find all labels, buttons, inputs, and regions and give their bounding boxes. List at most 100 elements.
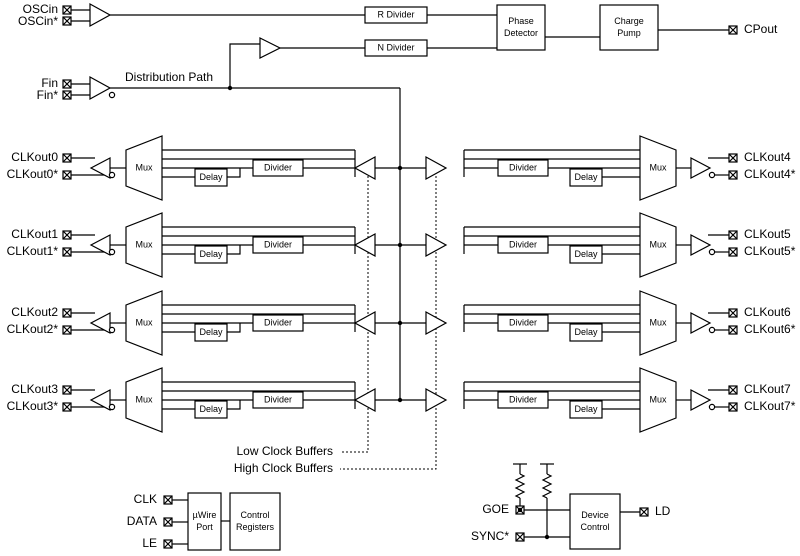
label-left-outn-3: CLKout3*	[7, 399, 59, 413]
n-divider-block	[364, 39, 428, 57]
pullup-resistor-sync	[541, 473, 553, 499]
low-clock-buffer-0	[353, 155, 376, 181]
pin-clkout3-cross-b	[62, 385, 72, 395]
left-divider-block-3	[252, 391, 304, 409]
left-out-bubble-2	[108, 326, 116, 334]
left-divider-block-1-label: Divider	[264, 239, 292, 249]
pin-cpout-cross-b	[728, 25, 738, 35]
label-right-outn-3: CLKout7*	[744, 399, 796, 413]
wires	[71, 9, 729, 545]
junction-goe	[517, 507, 523, 513]
right-mux-label-1: Mux	[649, 239, 667, 249]
pin-oscin	[62, 5, 72, 15]
left-mux-label-0: Mux	[135, 162, 153, 172]
pin-clkout3-n	[62, 402, 72, 412]
left-divider-block-2	[252, 314, 304, 332]
left-delay-block-2-label: Delay	[199, 327, 223, 337]
charge-pump-block-label-1: Charge	[614, 16, 644, 26]
right-divider-block-0	[497, 159, 549, 177]
label-left-outn-2: CLKout2*	[7, 322, 59, 336]
low-buffers-callout	[340, 168, 369, 453]
left-delay-block-1	[194, 245, 228, 264]
label-right-out-0: CLKout4	[744, 150, 791, 164]
label-right-out-1: CLKout5	[744, 227, 791, 241]
n-divider-block-label: N Divider	[377, 42, 414, 52]
left-divider-block-3-label: Divider	[264, 394, 292, 404]
pin-oscin-n	[62, 16, 72, 26]
low-clock-buffer-1	[353, 232, 376, 258]
left-delay-block-0-label: Delay	[199, 172, 223, 182]
buffer-n	[259, 37, 282, 59]
low-clock-buffer-3	[353, 387, 376, 413]
left-delay-block-3-label: Delay	[199, 404, 223, 414]
pin-clkout6-n-cross-b	[728, 325, 738, 335]
label-right-out-2: CLKout6	[744, 305, 791, 319]
pin-data	[163, 517, 173, 527]
left-delay-block-2	[194, 323, 228, 342]
label-high-clock-buffers: High Clock Buffers	[234, 461, 333, 475]
right-mux-3	[639, 367, 677, 433]
pin-clkout1-n	[62, 247, 72, 257]
r-divider-block	[364, 6, 428, 24]
label-oscin: OSCin	[23, 2, 58, 16]
left-mux-3	[125, 367, 163, 433]
left-divider-block-0	[252, 159, 304, 177]
pin-clkout0	[62, 153, 72, 163]
pin-fin-n-cross-b	[62, 90, 72, 100]
buffer-fin	[89, 75, 112, 101]
junction-row-0	[397, 165, 403, 171]
pin-clk-cross-b	[163, 495, 173, 505]
left-out-bubble-1	[108, 248, 116, 256]
pullup-resistor-goe	[514, 473, 526, 499]
junction-row-3	[397, 397, 403, 403]
pin-clkout0-cross-b	[62, 153, 72, 163]
high-clock-buffer-2	[425, 310, 448, 336]
r-divider-block-label: R Divider	[377, 9, 414, 19]
pin-clkout7-n	[728, 402, 738, 412]
pin-clkout3-n-cross-b	[62, 402, 72, 412]
buffer-osc	[89, 2, 112, 28]
low-clock-buffer-2	[353, 310, 376, 336]
label-cpout: CPout	[744, 22, 778, 36]
right-delay-block-2	[569, 323, 603, 342]
high-clock-buffer-0	[425, 155, 448, 181]
right-out-bubble-2	[708, 326, 716, 334]
left-mux-0	[125, 135, 163, 201]
control-registers-block-label-2: Registers	[236, 522, 275, 532]
control-registers-block-label-1: Control	[240, 510, 269, 520]
label-fin: Fin	[41, 76, 58, 90]
left-output-buffer-0	[89, 157, 111, 179]
pin-clkout1-cross-b	[62, 230, 72, 240]
control-registers-block	[229, 492, 281, 551]
right-delay-block-0	[569, 168, 603, 187]
right-mux-label-0: Mux	[649, 162, 667, 172]
wire-left-delay-1	[227, 245, 241, 255]
pin-clkout1	[62, 230, 72, 240]
pin-clkout5	[728, 230, 738, 240]
phase-detector-block-label-2: Detector	[504, 28, 538, 38]
right-mux-2	[639, 290, 677, 356]
left-delay-block-3	[194, 400, 228, 419]
wire-dist-to-nbuf	[229, 43, 260, 88]
right-delay-block-3	[569, 400, 603, 419]
pin-clkout7-n-cross-b	[728, 402, 738, 412]
pin-ld	[639, 507, 649, 517]
label-left-outn-1: CLKout1*	[7, 244, 59, 258]
phase-detector-block	[496, 4, 546, 51]
pin-ld-cross-b	[639, 507, 649, 517]
charge-pump-block	[599, 4, 659, 51]
wire-left-delay-0	[227, 168, 241, 178]
left-output-buffer-1	[89, 234, 111, 256]
label-control-pin-1: DATA	[127, 514, 157, 528]
left-delay-block-1-label: Delay	[199, 249, 223, 259]
junction-dist	[227, 85, 233, 91]
label-left-out-0: CLKout0	[11, 150, 58, 164]
pullup-resistor-goe-zigzag	[514, 473, 526, 499]
right-delay-block-0-label: Delay	[574, 172, 598, 182]
left-divider-block-1	[252, 236, 304, 254]
right-out-bubble-0	[708, 171, 716, 179]
pin-sync-cross-b	[515, 532, 525, 542]
uwire-port-block-label-2: Port	[196, 522, 213, 532]
right-delay-block-3-label: Delay	[574, 404, 598, 414]
pin-oscin-cross-b	[62, 5, 72, 15]
